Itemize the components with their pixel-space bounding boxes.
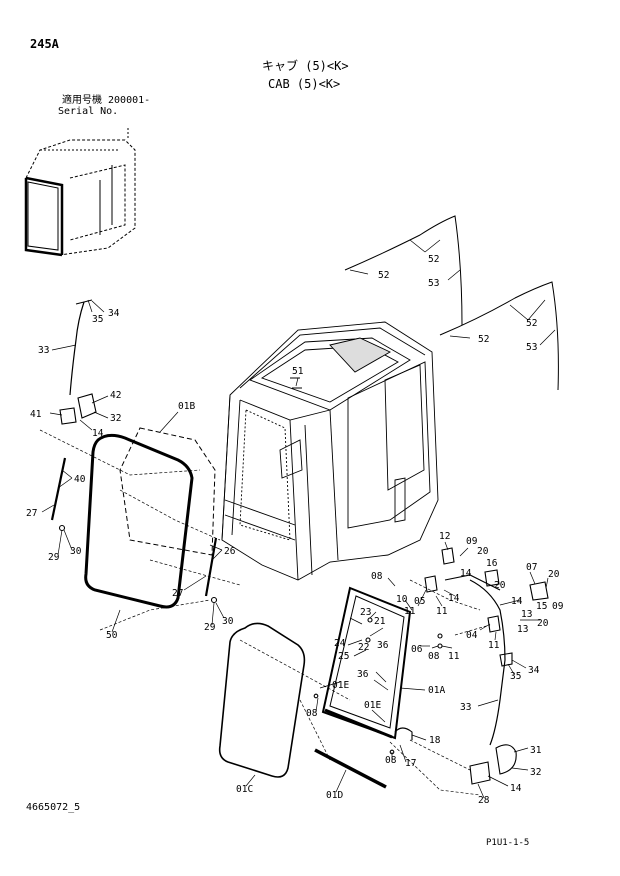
drawing-number: 4665072_5: [26, 802, 81, 813]
callout-33: 33: [460, 702, 471, 713]
callout-05: 05: [414, 596, 425, 607]
callout-23: 23: [360, 607, 371, 618]
callout-51: 51: [292, 366, 304, 377]
callout-41: 41: [30, 409, 42, 420]
callout-13: 13: [517, 624, 528, 635]
callout-53: 53: [428, 278, 439, 289]
callout-11: 11: [404, 606, 416, 617]
callout-20: 20: [548, 569, 560, 580]
callout-20: 20: [477, 546, 489, 557]
callout-04: 04: [466, 630, 478, 641]
glass-01B: [119, 427, 216, 556]
title-english: CAB (5)<K>: [268, 77, 341, 91]
callout-25: 25: [338, 651, 349, 662]
callout-01E: 01E: [332, 680, 349, 691]
cable-33-right: [469, 579, 506, 746]
callout-08: 08: [428, 651, 440, 662]
callout-14: 14: [510, 783, 522, 794]
page-code: 245A: [30, 37, 59, 51]
callout-22: 22: [358, 642, 369, 653]
callout-01B: 01B: [178, 401, 195, 412]
callout-35: 35: [92, 314, 103, 325]
callout-07: 07: [526, 562, 537, 573]
callout-01D: 01D: [326, 790, 343, 801]
callout-11: 11: [448, 651, 460, 662]
cable-33-left: [69, 301, 85, 396]
callout-34: 34: [528, 665, 540, 676]
callout-15: 15: [536, 601, 547, 612]
gas-strut-left: [50, 457, 67, 521]
cab-thumbnail: [24, 128, 136, 257]
callout-26: 26: [224, 546, 236, 557]
callout-16: 16: [486, 558, 498, 569]
callout-09: 09: [552, 601, 564, 612]
callout-33: 33: [38, 345, 49, 356]
callout-27: 27: [172, 588, 183, 599]
callout-13: 13: [521, 609, 532, 620]
leader-lines: [41, 239, 556, 799]
callout-14: 14: [511, 596, 523, 607]
roof-strips: [344, 215, 559, 391]
callout-50: 50: [106, 630, 118, 641]
weatherstrip-50: [84, 433, 194, 609]
glass-01C: [218, 622, 306, 778]
callout-08: 08: [306, 708, 318, 719]
callout-28: 28: [478, 795, 490, 806]
page-reference: P1U1-1-5: [486, 838, 530, 848]
callout-29: 29: [204, 622, 216, 633]
callout-52: 52: [478, 334, 489, 345]
callout-12: 12: [439, 531, 450, 542]
title-japanese: キャブ (5)<K>: [262, 59, 349, 73]
small-parts: [58, 377, 549, 785]
reference-lines: [39, 429, 491, 796]
callout-06: 06: [411, 644, 423, 655]
callout-14: 14: [460, 568, 472, 579]
callout-08: 08: [385, 755, 397, 766]
callout-30: 30: [70, 546, 82, 557]
callout-18: 18: [429, 735, 441, 746]
callout-30: 30: [222, 616, 234, 627]
callout-10: 10: [396, 594, 408, 605]
callout-20: 20: [494, 580, 506, 591]
callout-01A: 01A: [428, 685, 445, 696]
callout-31: 31: [530, 745, 542, 756]
callout-40: 40: [74, 474, 86, 485]
callout-labels: 35 34 33 42 41 32 14 01B 40 27 29 30 26 …: [26, 254, 564, 806]
callout-24: 24: [334, 638, 346, 649]
callout-20: 20: [537, 618, 549, 629]
callout-11: 11: [436, 606, 448, 617]
callout-11: 11: [488, 640, 500, 651]
callout-14: 14: [448, 593, 460, 604]
strip-01D: [314, 748, 387, 789]
door-frame-01A: [321, 586, 412, 740]
callout-52: 52: [526, 318, 537, 329]
callout-36: 36: [357, 669, 369, 680]
callout-32: 32: [530, 767, 541, 778]
callout-29: 29: [48, 552, 60, 563]
callout-27: 27: [26, 508, 37, 519]
serial-label-japanese: 適用号機 200001-: [62, 95, 151, 106]
callout-14: 14: [92, 428, 104, 439]
callout-32: 32: [110, 413, 121, 424]
callout-36: 36: [377, 640, 389, 651]
callout-01E: 01E: [364, 700, 381, 711]
callout-21: 21: [374, 616, 386, 627]
callout-35: 35: [510, 671, 521, 682]
callout-42: 42: [110, 390, 121, 401]
callout-53: 53: [526, 342, 537, 353]
gas-strut-right: [204, 537, 218, 597]
callout-52: 52: [378, 270, 389, 281]
callout-01C: 01C: [236, 784, 253, 795]
callout-09: 09: [466, 536, 478, 547]
callout-52: 52: [428, 254, 439, 265]
cab-frame: [221, 321, 439, 581]
serial-label-english: Serial No.: [58, 106, 119, 117]
callout-34: 34: [108, 308, 120, 319]
callout-08: 08: [371, 571, 383, 582]
callout-17: 17: [405, 758, 416, 769]
